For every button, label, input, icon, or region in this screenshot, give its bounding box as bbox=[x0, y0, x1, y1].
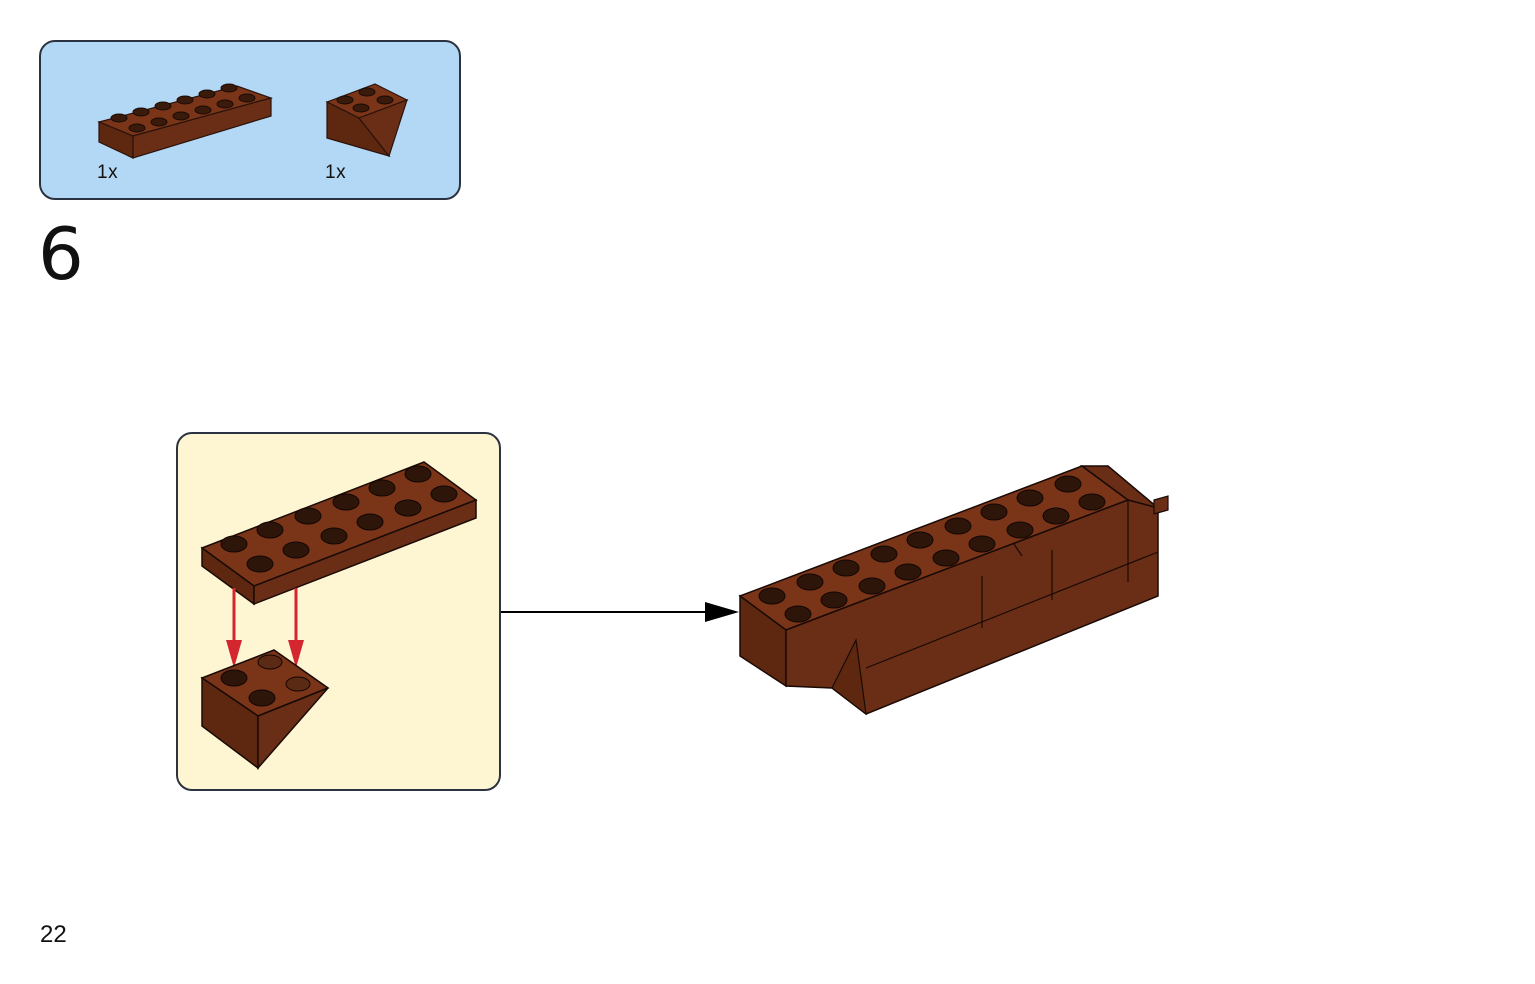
brick-2x6-plate-icon bbox=[97, 83, 274, 159]
assembled-model-icon bbox=[738, 465, 1169, 716]
brick-2x6-plate-icon bbox=[200, 461, 478, 606]
subassembly-illustration bbox=[200, 461, 478, 770]
parts-illustration bbox=[97, 83, 409, 159]
main-model bbox=[738, 465, 1169, 716]
placement-arrow bbox=[226, 588, 304, 668]
part-quantity: 1x bbox=[97, 162, 119, 183]
parts-list: 1x 1x bbox=[39, 40, 461, 200]
page-number: 22 bbox=[40, 921, 67, 948]
brick-slope-inverted-icon bbox=[325, 83, 409, 158]
brick-slope-inverted-icon bbox=[200, 649, 330, 770]
subassembly-callout bbox=[176, 432, 501, 791]
part-quantity: 1x bbox=[325, 162, 347, 183]
connector-arrow bbox=[501, 602, 739, 622]
step-number: 6 bbox=[38, 212, 84, 296]
